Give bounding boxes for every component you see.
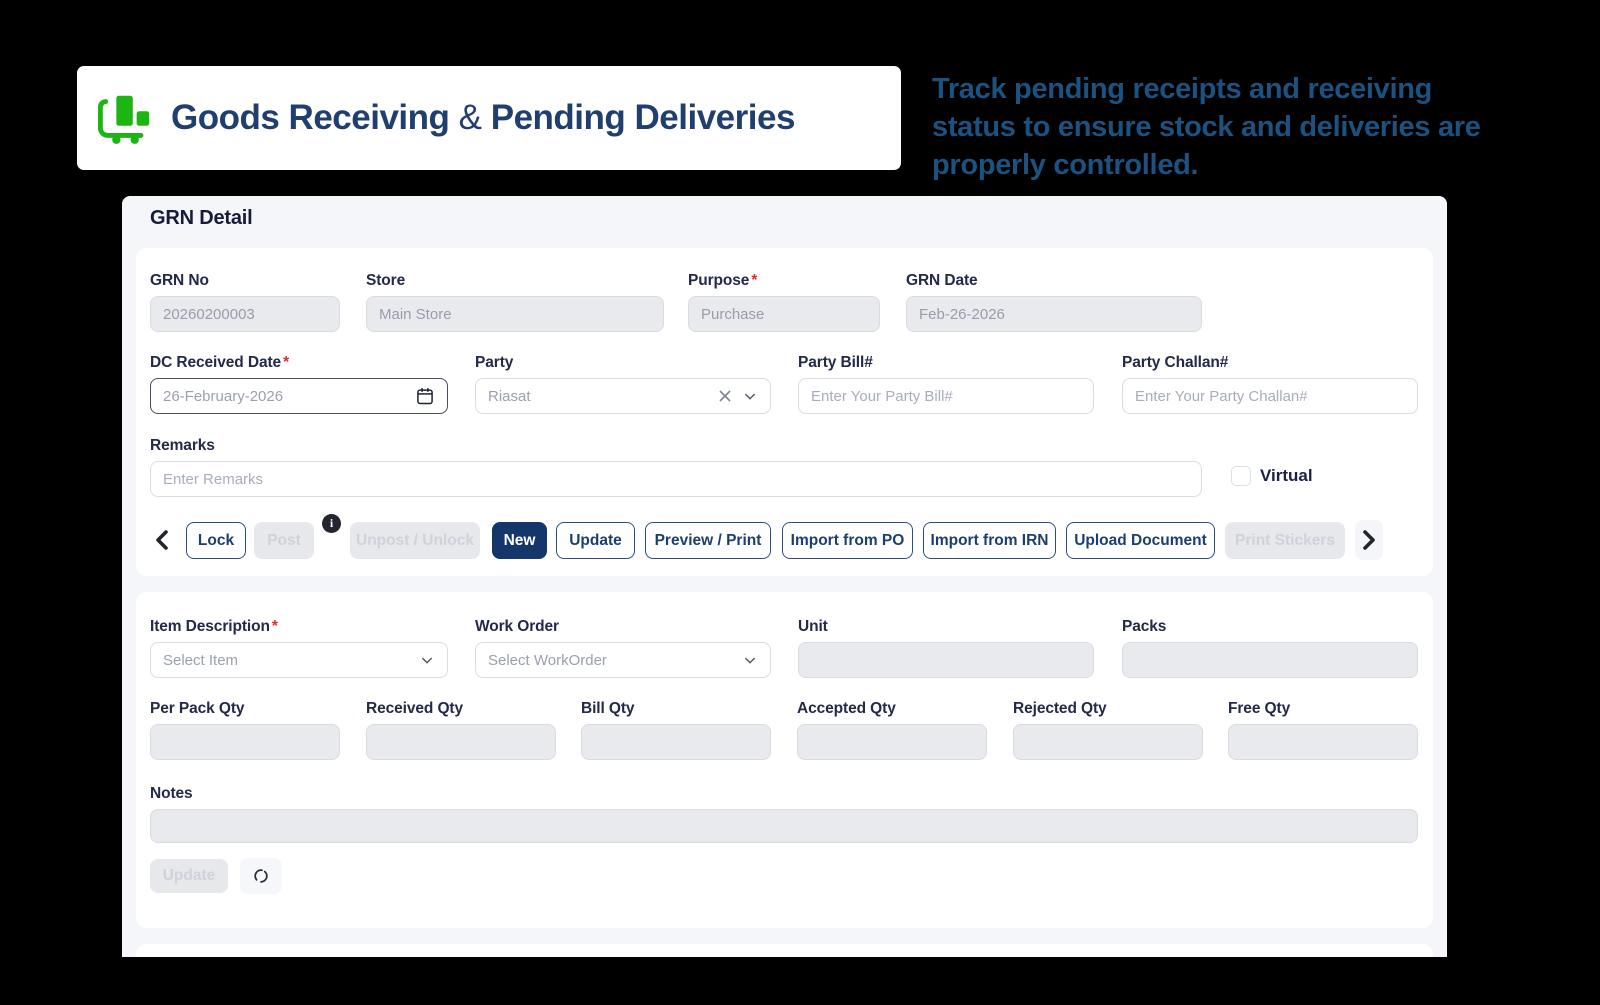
toolbar-scroll-left-button[interactable]	[148, 520, 176, 560]
page-header-card: Goods Receiving & Pending Deliveries	[77, 66, 901, 170]
grn-item-card: Item Description* Select Item Work Order…	[136, 592, 1433, 928]
rejected-qty-field	[1013, 724, 1203, 760]
party-bill-input[interactable]	[798, 378, 1094, 414]
party-challan-label: Party Challan#	[1122, 354, 1229, 371]
required-marker: *	[751, 272, 758, 289]
dc-received-date-value: 26-February-2026	[163, 387, 284, 405]
chevron-down-icon	[419, 652, 435, 668]
preview-print-button[interactable]: Preview / Print	[645, 522, 771, 559]
notes-field	[150, 809, 1418, 843]
info-icon[interactable]: i	[322, 514, 341, 533]
required-marker: *	[283, 354, 290, 371]
refresh-button[interactable]	[240, 858, 282, 894]
accepted-qty-field	[797, 724, 987, 760]
unpost-unlock-button: Unpost / Unlock	[350, 522, 480, 559]
grn-detail-panel: GRN Detail GRN No Store Purpose* GRN Dat…	[122, 196, 1447, 957]
purpose-field	[688, 296, 880, 332]
party-label: Party	[475, 354, 514, 371]
import-from-po-button[interactable]: Import from PO	[782, 522, 913, 559]
item-description-select[interactable]: Select Item	[150, 642, 448, 678]
chevron-left-icon	[154, 529, 170, 551]
page-tagline: Track pending receipts and receiving sta…	[932, 73, 1481, 181]
remarks-input[interactable]	[150, 461, 1202, 497]
per-pack-qty-field	[150, 724, 340, 760]
work-order-placeholder: Select WorkOrder	[488, 651, 607, 669]
free-qty-label: Free Qty	[1228, 700, 1291, 717]
print-stickers-button: Print Stickers	[1225, 522, 1345, 559]
grn-header-card: GRN No Store Purpose* GRN Date DC Receiv…	[136, 248, 1433, 576]
grn-no-label: GRN No	[150, 272, 209, 289]
bill-qty-label: Bill Qty	[581, 700, 635, 717]
work-order-select[interactable]: Select WorkOrder	[475, 642, 771, 678]
import-from-irn-button[interactable]: Import from IRN	[923, 522, 1056, 559]
unit-label: Unit	[798, 618, 828, 635]
party-value: Riasat	[488, 387, 531, 405]
page-title: Goods Receiving & Pending Deliveries	[171, 98, 795, 137]
store-label: Store	[366, 272, 406, 289]
lock-button[interactable]: Lock	[186, 522, 246, 559]
accepted-qty-label: Accepted Qty	[797, 700, 896, 717]
clear-icon[interactable]	[718, 389, 732, 403]
hand-truck-icon	[97, 89, 155, 147]
party-bill-label: Party Bill#	[798, 354, 873, 371]
calendar-icon[interactable]	[415, 386, 435, 406]
party-select[interactable]: Riasat	[475, 378, 771, 414]
new-button[interactable]: New	[492, 522, 547, 559]
store-field	[366, 296, 664, 332]
work-order-label: Work Order	[475, 618, 559, 635]
unit-field	[798, 642, 1094, 678]
received-qty-field	[366, 724, 556, 760]
toolbar-scroll-right-button[interactable]	[1355, 520, 1383, 560]
item-description-label: Item Description*	[150, 618, 278, 635]
rejected-qty-label: Rejected Qty	[1013, 700, 1107, 717]
packs-label: Packs	[1122, 618, 1167, 635]
chevron-right-icon	[1361, 529, 1377, 551]
dc-received-date-field[interactable]: 26-February-2026	[150, 378, 448, 414]
packs-field	[1122, 642, 1418, 678]
purpose-label: Purpose*	[688, 272, 758, 289]
grn-no-field	[150, 296, 340, 332]
grn-date-label: GRN Date	[906, 272, 978, 289]
bill-qty-field	[581, 724, 771, 760]
party-challan-input[interactable]	[1122, 378, 1418, 414]
chevron-down-icon[interactable]	[742, 388, 758, 404]
chevron-down-icon	[742, 652, 758, 668]
post-button: Post	[254, 522, 314, 559]
virtual-checkbox[interactable]	[1231, 466, 1251, 486]
item-update-button: Update	[150, 859, 228, 893]
grn-date-field	[906, 296, 1202, 332]
upload-document-button[interactable]: Upload Document	[1066, 522, 1215, 559]
notes-label: Notes	[150, 785, 193, 802]
update-button[interactable]: Update	[556, 522, 635, 559]
received-qty-label: Received Qty	[366, 700, 464, 717]
panel-title: GRN Detail	[150, 207, 253, 229]
per-pack-qty-label: Per Pack Qty	[150, 700, 245, 717]
item-description-placeholder: Select Item	[163, 651, 239, 669]
next-section-card	[136, 944, 1433, 957]
free-qty-field	[1228, 724, 1418, 760]
refresh-icon	[251, 866, 271, 886]
virtual-label: Virtual	[1260, 466, 1313, 485]
remarks-label: Remarks	[150, 437, 215, 454]
dc-received-date-label: DC Received Date*	[150, 354, 290, 371]
required-marker: *	[271, 618, 278, 635]
